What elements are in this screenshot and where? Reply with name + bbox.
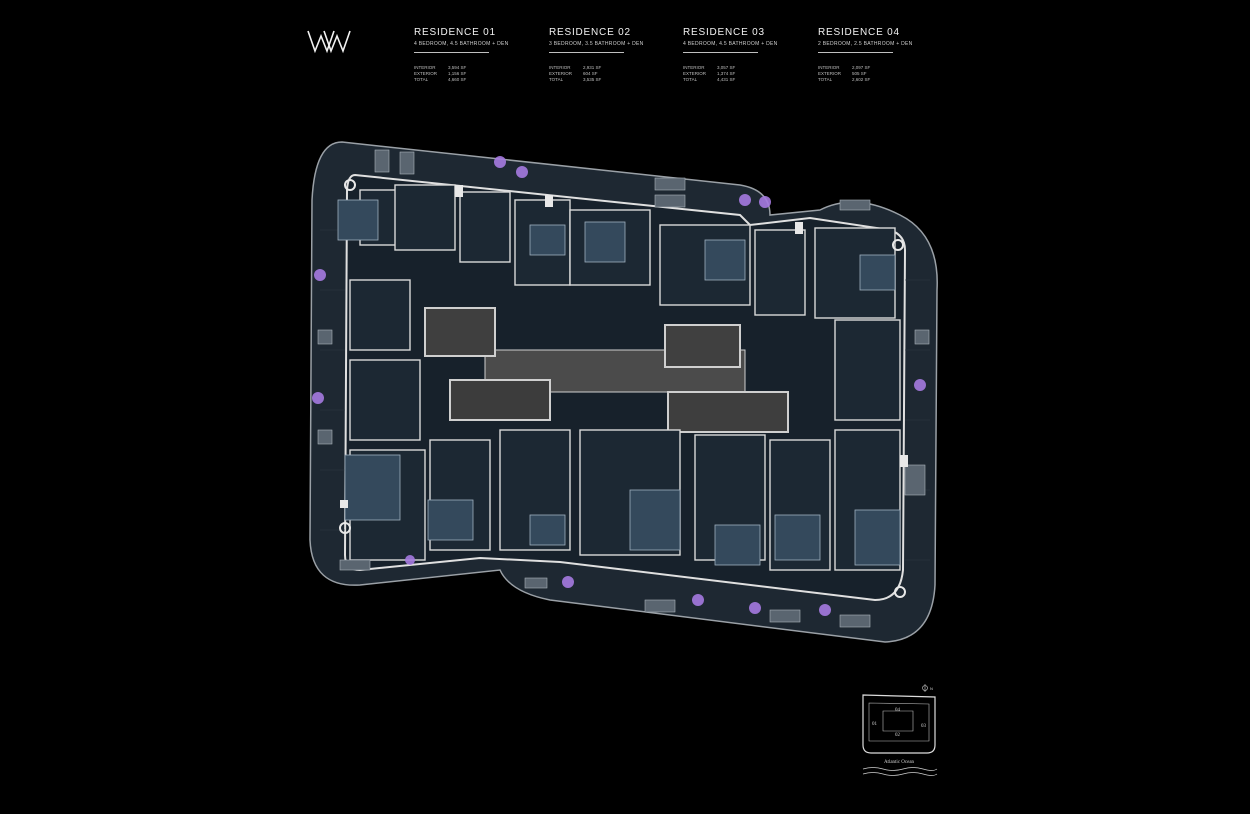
stat-value: 3,535 SF [583, 77, 602, 82]
residence-01-legend: RESIDENCE 01 4 BEDROOM, 4.5 BATHROOM + D… [414, 27, 539, 83]
stat-value: 2,602 SF [852, 77, 871, 82]
stair-core-right [667, 391, 789, 433]
divider [414, 52, 489, 53]
stat-label: EXTERIOR [683, 71, 707, 76]
stat-value: 3,057 SF [717, 65, 736, 70]
keyplan-label-04: 04 [895, 708, 901, 713]
divider [818, 52, 893, 53]
north-label: N [930, 686, 933, 691]
stat-value: 1,156 SF [448, 71, 467, 76]
residence-title: RESIDENCE 01 [414, 27, 496, 38]
stat-label: INTERIOR [549, 65, 571, 70]
residence-subtitle: 4 BEDROOM, 4.5 BATHROOM + DEN [414, 41, 509, 47]
key-plan-drawing: 01 02 03 04 N Atlantic Ocean [862, 684, 938, 776]
stat-label: TOTAL [683, 77, 698, 82]
keyplan-label-03: 03 [921, 724, 927, 729]
stair-core-left [449, 379, 551, 421]
stat-label: TOTAL [549, 77, 564, 82]
stat-value: 1,374 SF [717, 71, 736, 76]
stat-label: EXTERIOR [549, 71, 573, 76]
stat-label: EXTERIOR [414, 71, 438, 76]
floor-plan [309, 141, 938, 643]
residence-title: RESIDENCE 04 [818, 27, 900, 38]
residence-03-legend: RESIDENCE 03 4 BEDROOM, 4.5 BATHROOM + D… [683, 27, 808, 83]
stat-value: 505 SF [852, 71, 867, 76]
stat-value: 4,431 SF [717, 77, 736, 82]
stat-value: 604 SF [583, 71, 598, 76]
residence-04-legend: RESIDENCE 04 2 BEDROOM, 2.5 BATHROOM + D… [818, 27, 943, 83]
key-plan: 01 02 03 04 N Atlantic Ocean [855, 683, 943, 783]
stat-value: 3,594 SF [448, 65, 467, 70]
stat-label: TOTAL [414, 77, 429, 82]
stat-label: INTERIOR [414, 65, 436, 70]
keyplan-label-01: 01 [872, 722, 878, 727]
stat-value: 2,931 SF [583, 65, 602, 70]
divider [683, 52, 758, 53]
waves-icon [862, 767, 938, 776]
north-arrow-icon: N [922, 684, 933, 692]
stat-value: 2,097 SF [852, 65, 871, 70]
keyplan-label-02: 02 [895, 733, 901, 738]
stat-label: TOTAL [818, 77, 833, 82]
elevator-core-right [664, 324, 741, 368]
keyplan-caption: Atlantic Ocean [884, 760, 915, 765]
residence-subtitle: 4 BEDROOM, 4.5 BATHROOM + DEN [683, 41, 778, 47]
residence-title: RESIDENCE 02 [549, 27, 631, 38]
residence-title: RESIDENCE 03 [683, 27, 765, 38]
residence-subtitle: 3 BEDROOM, 3.5 BATHROOM + DEN [549, 41, 644, 47]
elevator-core-left [424, 307, 496, 357]
wa-logo [307, 30, 351, 54]
divider [549, 52, 624, 53]
residence-02-legend: RESIDENCE 02 3 BEDROOM, 3.5 BATHROOM + D… [549, 27, 674, 83]
stat-label: INTERIOR [683, 65, 705, 70]
stat-label: EXTERIOR [818, 71, 842, 76]
residence-subtitle: 2 BEDROOM, 2.5 BATHROOM + DEN [818, 41, 913, 47]
stat-value: 4,660 SF [448, 77, 467, 82]
stat-label: INTERIOR [818, 65, 840, 70]
